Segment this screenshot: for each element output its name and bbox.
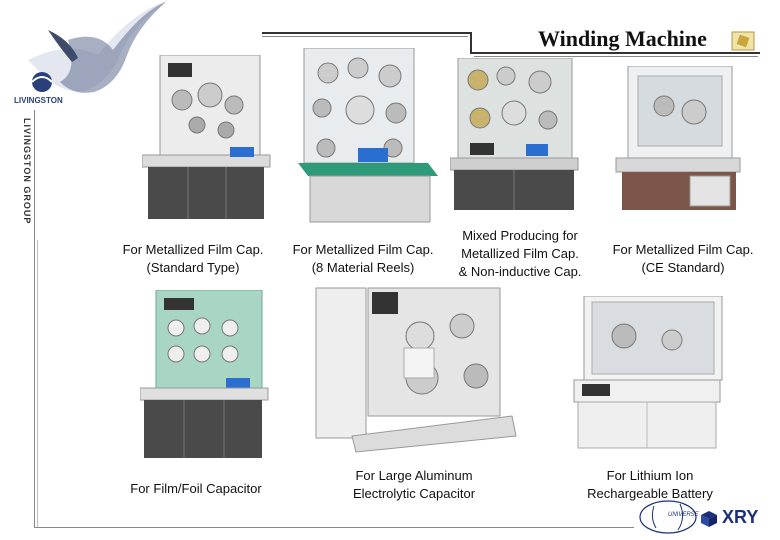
machine-image-ce [615,66,741,210]
machine-image-8-reels [298,48,438,223]
caption-standard: For Metallized Film Cap. (Standard Type) [122,242,264,275]
page-title: Winding Machine [538,26,707,51]
caption-aluminum: For Large Aluminum Electrolytic Capacito… [352,468,476,501]
header-rule-vertical [470,32,472,54]
sub-brand-text: UNIVERSE [668,512,699,518]
caption-ce: For Metallized Film Cap. (CE Standard) [612,242,754,275]
universe-logo-icon [639,500,697,534]
bottom-rule [34,527,634,528]
left-rule [34,110,35,528]
machine-image-lithium [573,296,723,449]
caption-8-reels: For Metallized Film Cap. (8 Material Ree… [292,242,434,275]
machine-image-film-foil [140,290,269,458]
caption-mixed: Mixed Producing for Metallized Film Cap.… [458,228,582,279]
brand-text: XRY [722,507,759,527]
left-rule-thin [37,240,38,528]
machine-image-standard [142,55,271,219]
bird-logo-icon [28,0,168,93]
header-rule [262,32,472,34]
cube-icon [701,511,717,527]
reel-icon [731,31,755,51]
caption-lithium: For Lithium Ion Rechargeable Battery [587,468,713,501]
company-logo-text: LIVINGSTON [14,96,63,105]
company-vertical-name: LIVINGSTON GROUP [22,118,32,225]
header-rule-thin [262,36,468,37]
machine-image-aluminum [315,287,517,453]
title-underline-thin [474,56,758,57]
title-underline [470,52,760,54]
machine-image-mixed [450,58,579,210]
caption-film-foil: For Film/Foil Capacitor [130,481,262,496]
